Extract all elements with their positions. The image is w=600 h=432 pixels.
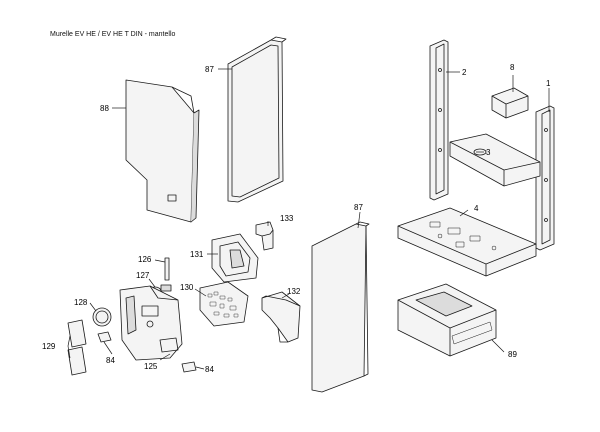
label-88: 88 <box>100 104 109 113</box>
label-131: 131 <box>190 250 204 259</box>
part-128-cap <box>92 307 112 327</box>
label-87-top: 87 <box>205 65 214 74</box>
label-84-left: 84 <box>106 356 115 365</box>
label-84-right: 84 <box>205 365 214 374</box>
label-87-bottom: 87 <box>354 203 363 212</box>
part-130-control-board <box>199 281 249 327</box>
part-129-covers <box>67 319 87 376</box>
label-2: 2 <box>462 68 467 77</box>
part-8-top-bracket <box>491 87 529 119</box>
label-128: 128 <box>74 298 88 307</box>
label-89: 89 <box>508 350 517 359</box>
part-1-right-upright <box>535 105 555 251</box>
label-3: 3 <box>486 148 491 157</box>
part-4-base-tray <box>397 207 537 277</box>
part-87-flat-panel <box>311 221 370 393</box>
label-1: 1 <box>546 79 551 88</box>
part-133-bracket <box>255 221 274 251</box>
part-2-left-upright <box>429 39 449 201</box>
label-130: 130 <box>180 283 194 292</box>
part-89-bottom-tray <box>397 283 497 357</box>
part-131-front-frame <box>211 233 259 283</box>
part-3-crossbar <box>449 133 541 187</box>
label-8: 8 <box>510 63 515 72</box>
label-133: 133 <box>280 214 294 223</box>
label-4: 4 <box>474 204 479 213</box>
leader-lines <box>67 68 550 370</box>
part-84-clips <box>97 331 197 373</box>
part-132-side-cover <box>261 291 301 343</box>
diagram-title: Murelle EV HE / EV HE T DIN - mantello <box>50 31 176 38</box>
part-126-rod <box>164 257 170 281</box>
label-129: 129 <box>42 342 56 351</box>
part-87-frame-panel <box>227 36 287 203</box>
part-125-control-housing <box>119 285 183 361</box>
label-132: 132 <box>287 287 301 296</box>
label-127: 127 <box>136 271 150 280</box>
label-125: 125 <box>144 362 158 371</box>
label-126: 126 <box>138 255 152 264</box>
part-88-side-panel <box>125 79 200 223</box>
